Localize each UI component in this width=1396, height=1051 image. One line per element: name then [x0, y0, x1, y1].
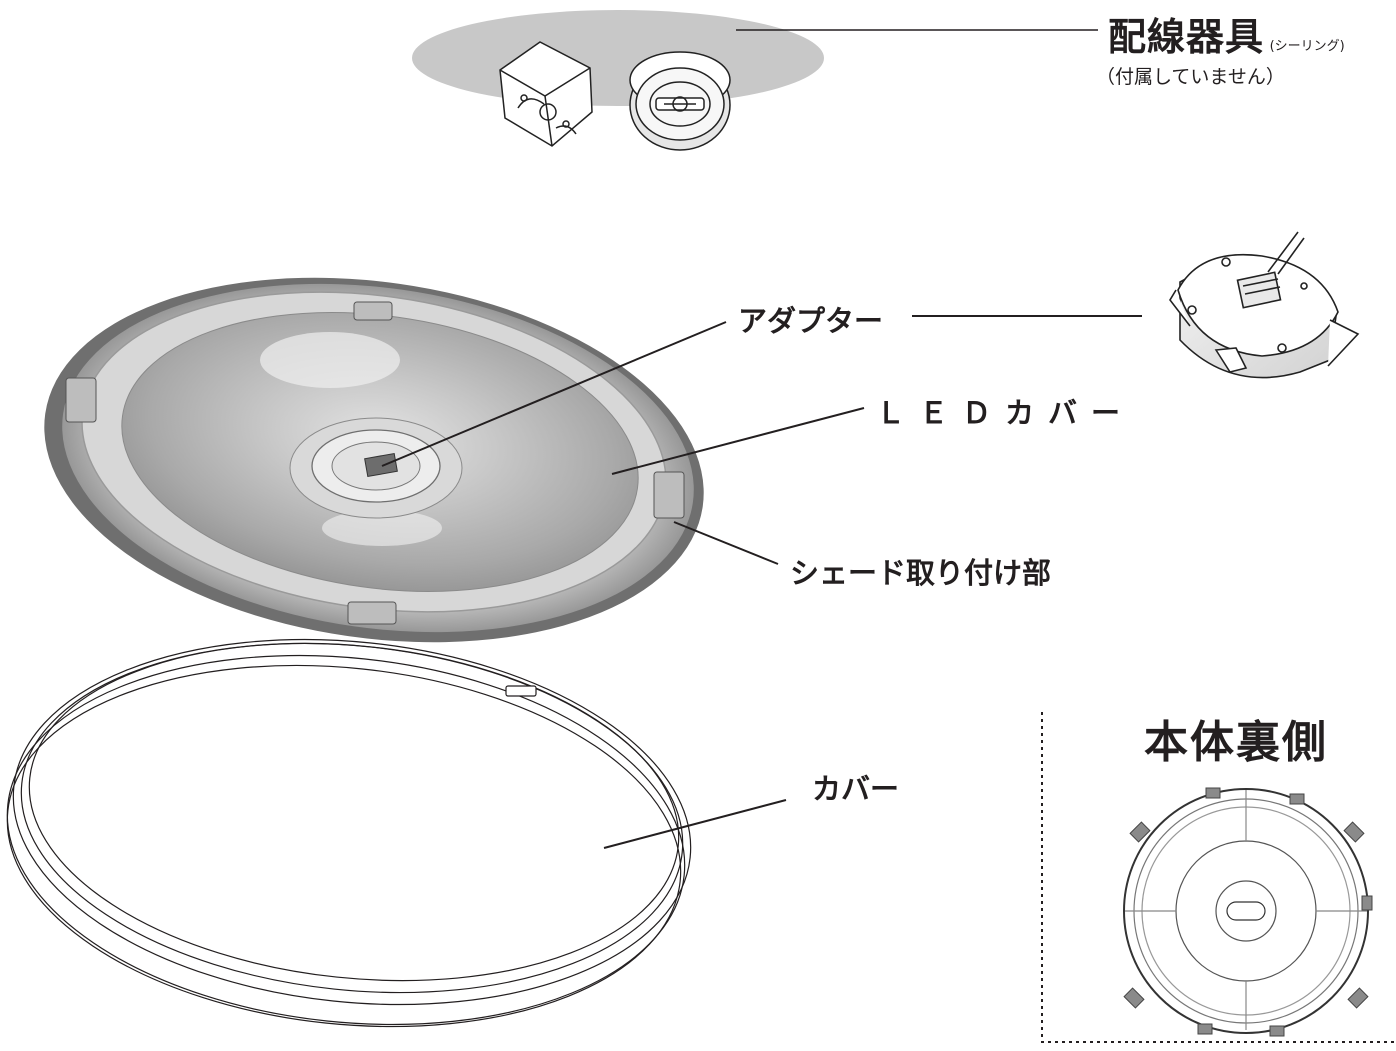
ceiling-fixture-title: 配線器具: [1108, 15, 1265, 59]
shade-mount-label: シェード取り付け部: [790, 556, 1052, 590]
back-view-panel: [1041, 712, 1396, 1043]
shade-mount-leader-line: [673, 521, 779, 565]
cover-label: カバー: [812, 772, 900, 806]
adapter-leader-line: [381, 321, 727, 467]
led-cover-label: ＬＥＤカバー: [876, 396, 1135, 430]
cover-illustration: [6, 638, 692, 1028]
back-view-title: 本体裏側: [1144, 717, 1328, 768]
cover-leader-line: [603, 799, 787, 849]
round-ceiling-rosette: [629, 51, 731, 151]
led-cover-illustration: [44, 277, 704, 643]
led-cover-leader-line: [611, 407, 865, 475]
ceiling-illustration: [412, 10, 1098, 151]
square-ceiling-rosette: [499, 41, 593, 147]
ceiling-fixture-note: （付属していません）: [1096, 66, 1285, 88]
adapter-illustration: [1169, 231, 1360, 379]
back-view-illustration: [1123, 787, 1373, 1037]
ceiling-fixture-suffix: (シーリング): [1269, 39, 1345, 54]
ceiling-fixture-label: 配線器具 (シーリング): [1108, 6, 1345, 61]
adapter-label: アダプター: [738, 304, 884, 338]
